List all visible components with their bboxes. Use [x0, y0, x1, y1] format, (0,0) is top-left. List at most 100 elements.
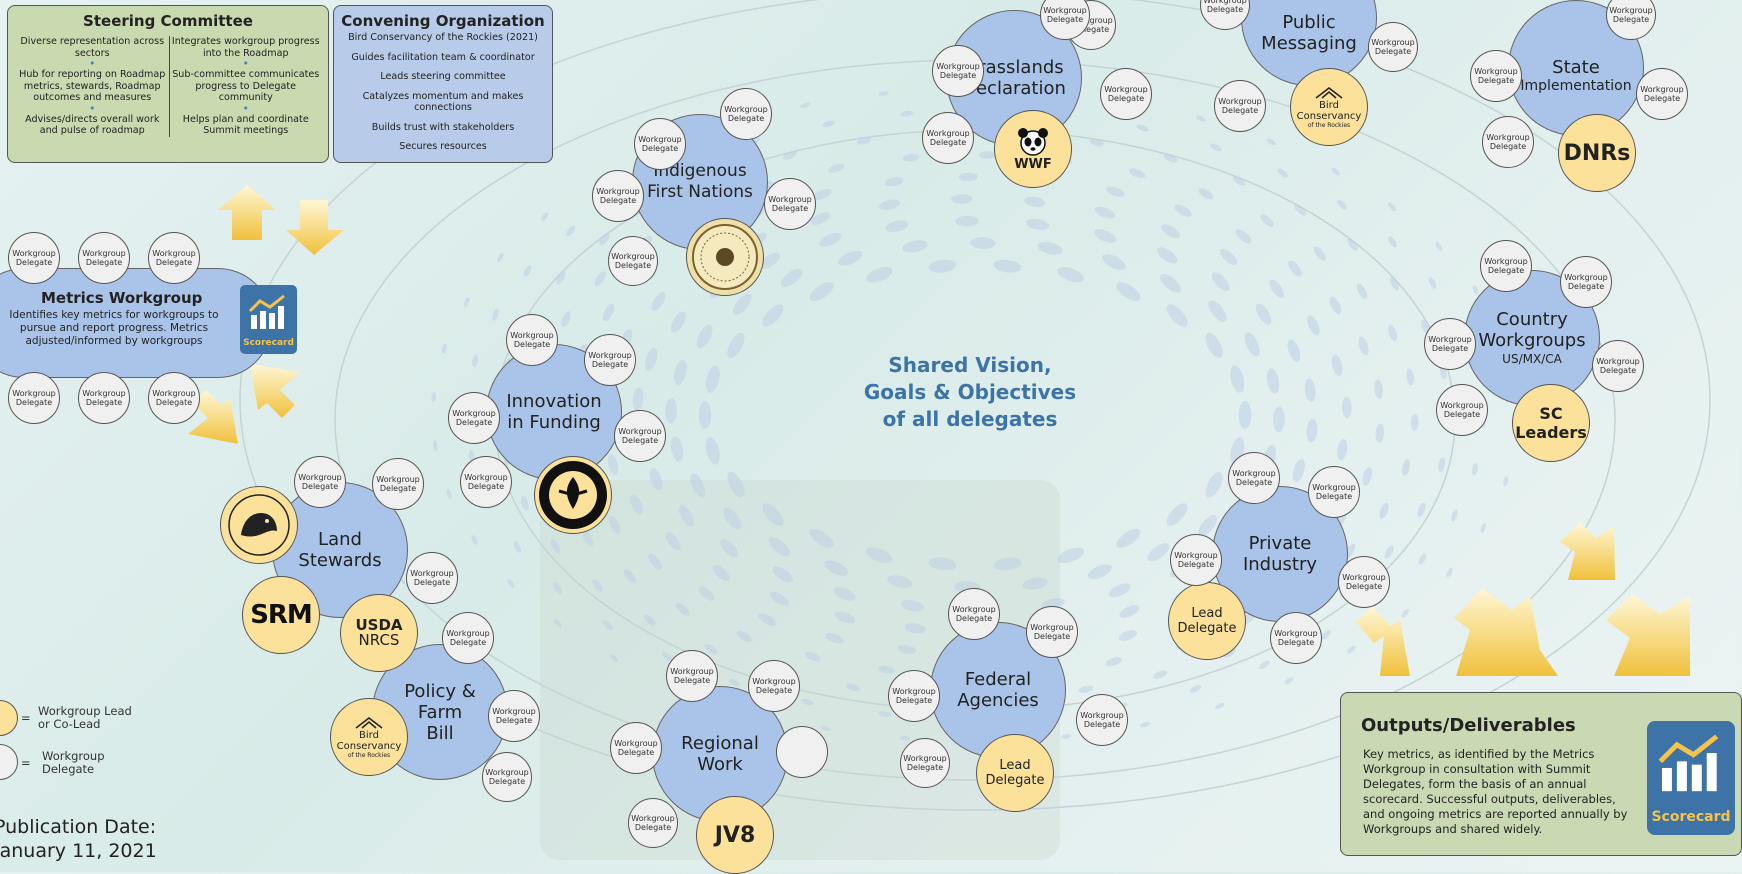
halo-dot — [1306, 418, 1318, 443]
workgroup-delegate-circle: Workgroup Delegate — [294, 456, 346, 508]
halo-dot — [762, 503, 784, 526]
halo-dot — [1166, 304, 1188, 327]
halo-dot — [1260, 214, 1275, 227]
halo-dot — [993, 259, 1022, 273]
halo-dot — [521, 496, 529, 511]
halo-dot — [1428, 277, 1437, 289]
halo-dot — [1266, 138, 1277, 146]
shared-vision-text: Shared Vision, Goals & Objectives of all… — [820, 352, 1120, 433]
halo-dot — [690, 473, 706, 498]
halo-dot — [553, 582, 562, 594]
halo-dot — [1321, 629, 1332, 640]
workgroup-delegate-circle: Workgroup Delegate — [482, 752, 532, 802]
halo-dot — [1116, 528, 1141, 548]
hub-label: Industry — [1242, 554, 1318, 575]
halo-dot — [1198, 515, 1218, 537]
halo-dot — [1277, 168, 1288, 178]
hub-label: Implementation — [1520, 77, 1632, 94]
halo-dot — [1438, 457, 1446, 473]
halo-dot — [1288, 260, 1302, 277]
hub-label: Grasslands — [964, 57, 1064, 78]
halo-dot — [665, 397, 677, 424]
arrow-out-2 — [1454, 588, 1558, 676]
sc-label: SC — [1539, 404, 1563, 423]
halo-dot — [800, 102, 811, 109]
halo-dot — [809, 528, 834, 548]
halo-dot — [1356, 283, 1368, 300]
halo-dot — [1116, 282, 1141, 302]
halo-dot — [665, 532, 681, 551]
halo-dot — [772, 566, 793, 583]
halo-dot — [900, 600, 925, 612]
lead-delegate-label: Delegate — [985, 773, 1045, 788]
halo-dot — [1208, 300, 1227, 323]
halo-dot — [471, 535, 478, 545]
halo-dot — [1198, 188, 1214, 200]
legend-line: Workgroup — [42, 749, 105, 763]
halo-dot — [472, 354, 479, 368]
halo-dot — [762, 304, 784, 327]
halo-dot — [1417, 502, 1426, 517]
halo-dot — [1161, 224, 1181, 239]
halo-dot — [1057, 547, 1084, 564]
halo-dot — [1358, 336, 1369, 356]
halo-dot — [993, 557, 1022, 571]
arrow-down — [286, 200, 344, 255]
halo-dot — [1471, 462, 1478, 476]
metrics-description: Identifies key metrics for workgroups to… — [9, 309, 219, 347]
halo-dot — [1451, 509, 1458, 522]
workgroup-delegate-circle — [776, 726, 828, 778]
halo-dot — [819, 232, 842, 247]
halo-dot — [1163, 153, 1178, 163]
hub-label: Workgroups — [1478, 330, 1586, 351]
halo-dot — [1388, 324, 1398, 342]
halo-dot — [928, 557, 957, 571]
halo-dot — [1337, 439, 1348, 461]
halo-dot — [834, 611, 856, 624]
halo-dot — [1446, 567, 1453, 578]
steering-item: Advises/directs overall work and pulse o… — [25, 113, 160, 137]
halo-dot — [1418, 553, 1427, 565]
halo-dot — [727, 471, 745, 498]
bird-sub-label: of the Rockies — [1307, 121, 1351, 129]
workgroup-delegate-circle: Workgroup Delegate — [8, 232, 60, 284]
hub-label: Country — [1496, 309, 1568, 330]
bird-icon — [1315, 86, 1343, 99]
halo-dot — [1147, 543, 1170, 562]
halo-dot — [1374, 379, 1383, 399]
workgroup-delegate-circle: Workgroup Delegate — [506, 314, 558, 366]
workgroup-delegate-circle: Workgroup Delegate — [148, 372, 200, 424]
halo-dot — [696, 324, 713, 349]
halo-dot — [643, 614, 656, 626]
convening-item: Leads steering committee — [380, 71, 506, 82]
hub-label: Public — [1282, 12, 1336, 33]
workgroup-delegate-circle: Workgroup Delegate — [1338, 556, 1390, 608]
hub-label: Agencies — [957, 690, 1039, 711]
halo-dot — [1379, 502, 1389, 519]
outer-ring — [239, 0, 1711, 811]
steering-item: Hub for reporting on Roadmap metrics, st… — [19, 69, 166, 103]
legend-delegate-text: Workgroup Delegate — [42, 750, 105, 776]
lead-jv8: JV8 — [696, 796, 774, 874]
lead-bird-conservancy-2: Bird Conservancy of the Rockies — [330, 698, 408, 776]
halo-dot — [674, 359, 687, 385]
halo-dot — [698, 401, 712, 429]
halo-dot — [887, 575, 913, 589]
halo-dot — [607, 454, 619, 476]
halo-dot — [759, 252, 780, 270]
halo-dot — [507, 578, 515, 589]
hub-label: Federal — [964, 669, 1032, 690]
halo-dot — [1089, 138, 1104, 147]
halo-dot — [1389, 276, 1400, 291]
halo-dot — [833, 587, 856, 601]
usda-label: USDA — [355, 616, 403, 634]
pub-line: Publication Date: — [0, 816, 157, 838]
halo-dot — [602, 303, 615, 322]
bird-icon — [355, 716, 383, 729]
lead-srm: SRM — [242, 576, 320, 654]
halo-dot — [885, 220, 909, 233]
halo-dot — [1269, 279, 1285, 298]
workgroup-delegate-circle: Workgroup Delegate — [1368, 22, 1418, 72]
halo-dot — [592, 579, 603, 592]
halo-dot — [1410, 413, 1419, 431]
